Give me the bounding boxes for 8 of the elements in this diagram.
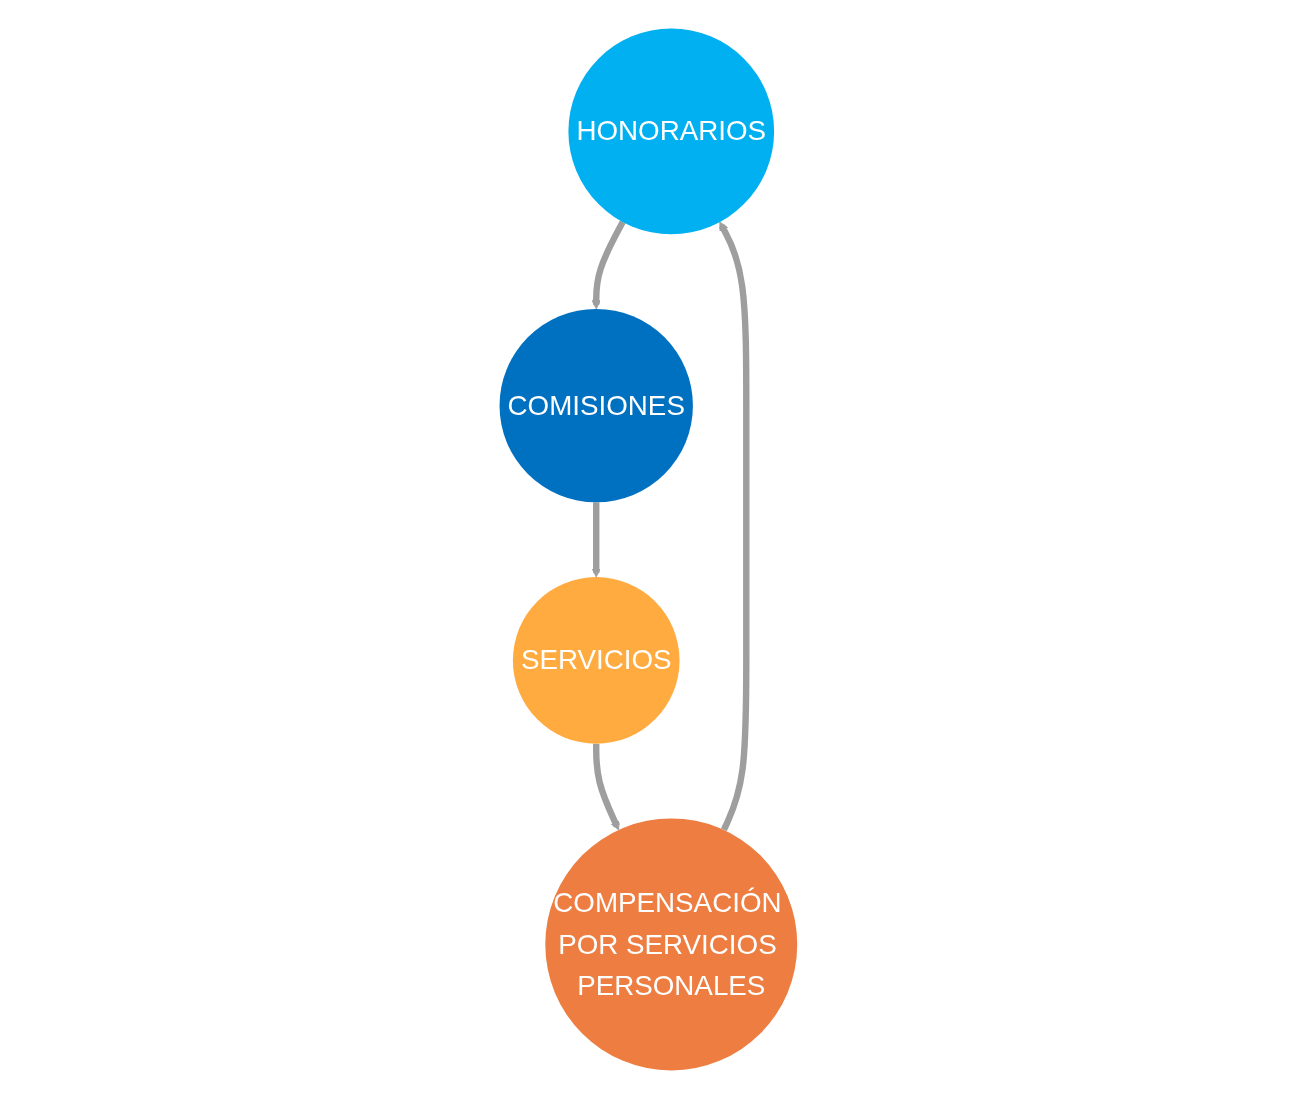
node-circle: SERVICIOS <box>513 577 680 744</box>
node-circle: COMPENSACIÓN POR SERVICIOS PERSONALES <box>545 818 798 1071</box>
arrow <box>719 221 750 832</box>
arrow <box>591 502 602 578</box>
arrow <box>593 743 620 831</box>
node-circle: HONORARIOS <box>568 28 775 235</box>
node-circle: COMISIONES <box>499 309 693 503</box>
arrow <box>591 220 626 310</box>
